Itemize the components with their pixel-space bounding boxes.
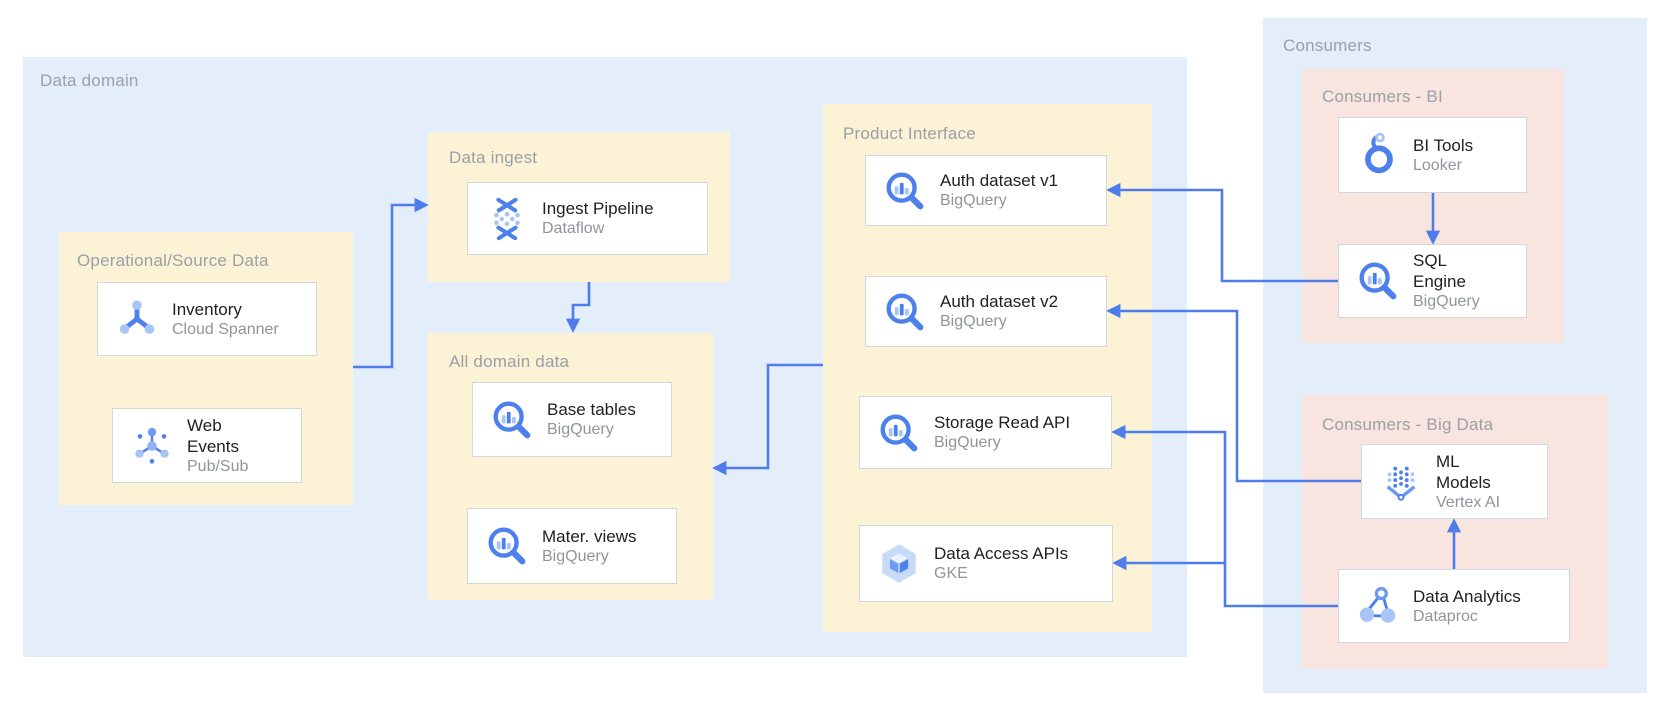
card-subtitle: Pub/Sub — [187, 457, 249, 475]
card-subtitle: BigQuery — [542, 547, 609, 565]
card-title: Base tables — [547, 400, 636, 419]
card-title: Ingest Pipeline — [542, 199, 654, 218]
card-title: Auth dataset v1 — [940, 171, 1059, 190]
card-title: SQL Engine — [1413, 251, 1466, 291]
zone-all-domain-data-label: All domain data — [449, 352, 570, 371]
card-title: Data Analytics — [1413, 586, 1521, 606]
card-storage-read-api: Storage Read API BigQuery — [859, 396, 1112, 469]
card-auth-dataset-v1: Auth dataset v1 BigQuery — [865, 155, 1107, 226]
data-domain-label: Data domain — [40, 71, 139, 90]
gke-icon — [872, 541, 926, 587]
card-title: Mater. views — [542, 526, 637, 546]
card-subtitle: BigQuery — [1413, 293, 1480, 310]
looker-icon — [1351, 132, 1405, 178]
card-subtitle: Dataproc — [1413, 607, 1478, 625]
zone-consumers-big-data-label: Consumers - Big Data — [1322, 415, 1494, 434]
bigquery-icon — [878, 168, 932, 214]
card-title: Data Access APIs — [934, 544, 1069, 563]
bigquery-icon — [878, 289, 932, 335]
cloud-spanner-icon — [110, 296, 164, 342]
card-subtitle: Dataflow — [542, 220, 605, 237]
zone-data-ingest-label: Data ingest — [449, 148, 538, 167]
bigquery-icon — [872, 410, 926, 456]
card-subtitle: Cloud Spanner — [172, 320, 279, 338]
consumers-label: Consumers — [1283, 36, 1372, 55]
zone-consumers-bi-label: Consumers - BI — [1322, 87, 1443, 106]
card-auth-dataset-v2: Auth dataset v2 BigQuery — [865, 276, 1107, 347]
bigquery-icon — [480, 523, 534, 569]
card-subtitle: BigQuery — [934, 434, 1001, 451]
card-title: Auth dataset v2 — [940, 292, 1059, 311]
card-title: BI Tools — [1413, 135, 1474, 155]
card-title: Storage Read API — [934, 413, 1071, 432]
zone-product-interface-label: Product Interface — [843, 124, 976, 143]
card-title: ML Models — [1436, 451, 1491, 492]
card-subtitle: GKE — [934, 565, 968, 582]
bigquery-icon — [1351, 258, 1405, 304]
card-subtitle: Vertex AI — [1436, 493, 1501, 511]
card-title: Inventory — [172, 299, 242, 319]
dataproc-icon — [1351, 583, 1405, 629]
vertex-ai-icon — [1374, 459, 1428, 505]
bigquery-icon — [485, 397, 539, 443]
card-subtitle: BigQuery — [547, 421, 614, 438]
card-subtitle: Looker — [1413, 156, 1462, 174]
card-subtitle: BigQuery — [940, 192, 1007, 209]
dataflow-icon — [480, 196, 534, 242]
card-subtitle: BigQuery — [940, 313, 1007, 330]
zone-operational-label: Operational/Source Data — [77, 251, 269, 270]
pubsub-icon — [125, 423, 179, 469]
card-title: Web Events — [187, 415, 239, 456]
